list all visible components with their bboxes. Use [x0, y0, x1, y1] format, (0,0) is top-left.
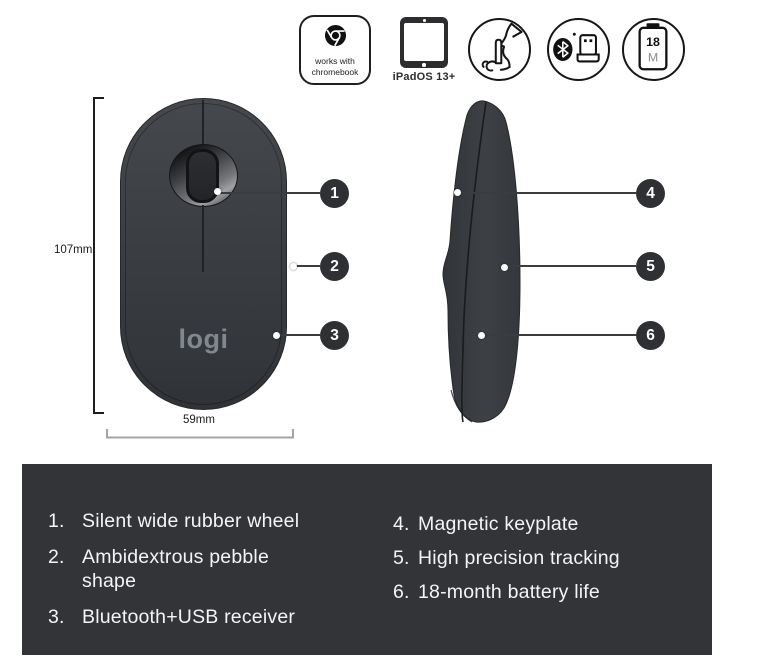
feature-item-1: 1. Silent wide rubber wheel: [48, 509, 299, 533]
ipad-camera-dot: [423, 19, 426, 22]
ipad-screen: [404, 23, 444, 61]
callout-line-6: [483, 334, 636, 336]
bluetooth-usb-icon: [547, 18, 610, 81]
feature-text: Bluetooth+USB receiver: [82, 606, 296, 628]
silent-shh-icon: [468, 18, 531, 81]
callout-badge-4: 4: [636, 179, 665, 208]
feature-text: Silent wide rubber wheel: [82, 510, 300, 532]
callout-line-4: [459, 192, 636, 194]
scroll-wheel: [186, 149, 219, 203]
feature-number: 1.: [48, 510, 65, 532]
callout-badge-5: 5: [636, 252, 665, 281]
feature-item-2: 2. Ambidextrous pebble shape: [48, 545, 299, 593]
callout-line-3: [278, 334, 320, 336]
feature-number: 3.: [48, 606, 65, 628]
feature-number: 4.: [393, 513, 410, 535]
anchor-dot-5: [501, 264, 508, 271]
height-dimension-bracket: [93, 97, 104, 414]
width-dimension-label: 59mm: [183, 414, 215, 426]
feature-item-3: 3. Bluetooth+USB receiver: [48, 605, 299, 629]
height-dimension-label: 107mm: [54, 244, 93, 256]
feature-number: 6.: [393, 581, 410, 603]
callout-line-2: [294, 265, 320, 267]
ipados-label: iPadOS 13+: [392, 71, 456, 83]
battery-months-text: 18: [646, 35, 660, 49]
feature-list-panel: 1. Silent wide rubber wheel 2. Ambidextr…: [22, 464, 712, 655]
feature-item-5: 5. High precision tracking: [393, 546, 620, 570]
anchor-dot-4: [454, 189, 461, 196]
anchor-dot-3: [273, 332, 280, 339]
width-dimension-bracket: [106, 429, 294, 439]
anchor-dot-2: [290, 263, 297, 270]
anchor-dot-6: [478, 332, 485, 339]
callout-badge-3: 3: [320, 321, 349, 350]
callout-line-1: [220, 192, 320, 194]
feature-number: 5.: [393, 547, 410, 569]
feature-text: 18-month battery life: [418, 581, 600, 603]
feature-number: 2.: [48, 546, 65, 568]
mouse-front-seam-bottom: [202, 205, 204, 272]
logi-logo: logi: [178, 324, 229, 354]
battery-18-month-icon: 18 M: [622, 18, 685, 81]
callout-badge-6: 6: [636, 321, 665, 350]
feature-text: High precision tracking: [418, 547, 620, 569]
ipad-icon: [400, 17, 448, 68]
feature-column-right: 4. Magnetic keyplate 5. High precision t…: [393, 512, 620, 614]
ipad-home-button: [422, 63, 426, 67]
feature-text: Ambidextrous pebble shape: [82, 546, 269, 592]
feature-column-left: 1. Silent wide rubber wheel 2. Ambidextr…: [48, 509, 299, 641]
feature-text: Magnetic keyplate: [418, 513, 579, 535]
battery-unit-text: M: [648, 50, 658, 64]
anchor-dot-1: [214, 188, 221, 195]
mouse-side-view: [442, 100, 521, 423]
chrome-logo-icon: [324, 24, 347, 52]
mouse-front-seam-top: [202, 100, 204, 146]
callout-line-5: [506, 265, 636, 267]
callout-badge-2: 2: [320, 252, 349, 281]
callout-badge-1: 1: [320, 179, 349, 208]
feature-item-6: 6. 18-month battery life: [393, 580, 620, 604]
feature-item-4: 4. Magnetic keyplate: [393, 512, 620, 536]
